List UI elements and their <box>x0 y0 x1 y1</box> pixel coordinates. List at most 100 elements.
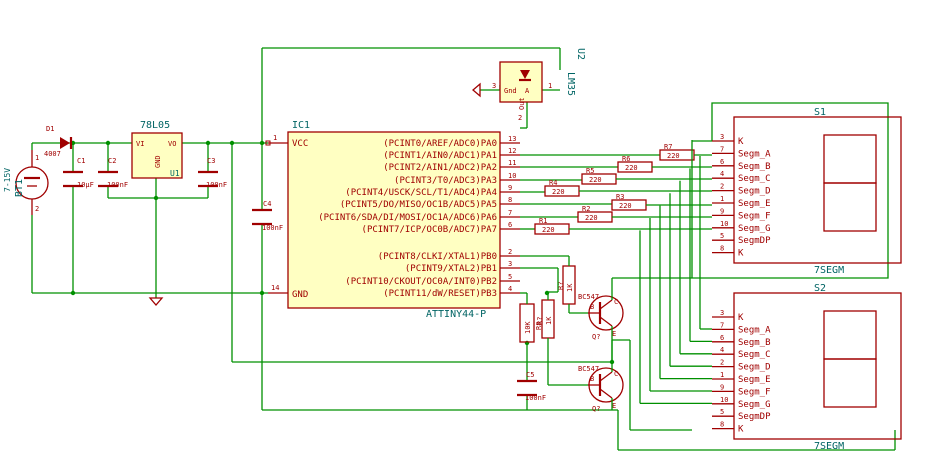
rb2-value: 1K <box>545 316 553 325</box>
diode-d1: D1 4007 <box>44 125 73 158</box>
segment-glyph-bottom <box>823 358 877 408</box>
mcu-pin-label: (PCINT11/dW/RESET)PB3 <box>383 289 497 299</box>
mcu-pin-number: 11 <box>508 159 516 167</box>
battery-pin2: 2 <box>35 205 39 213</box>
display-pin-number: 9 <box>720 383 724 391</box>
segment-glyph-top <box>823 310 877 360</box>
display-pin-label: Segm_D <box>738 363 771 373</box>
segment-resistor-ref: R5 <box>586 167 594 175</box>
r8-value: 10K <box>524 321 532 334</box>
display-pin-label: Segm_B <box>738 162 771 172</box>
c5-value: 100nF <box>525 394 546 402</box>
q2-c: C <box>614 370 618 378</box>
display-pin-number: 1 <box>720 195 724 203</box>
q2-e: E <box>612 402 616 410</box>
q1-e: E <box>612 330 616 338</box>
display-ref: S2 <box>814 283 826 294</box>
q1-value: BC547 <box>578 293 599 301</box>
lm35-pin3: 3 <box>492 82 496 90</box>
display-ref: S1 <box>814 107 826 118</box>
transistor-q1: B C E BC547 Q? <box>578 293 624 341</box>
display-pin-number: 5 <box>720 408 724 416</box>
display-pin-number: 4 <box>720 346 724 354</box>
display-pin-label: Segm_G <box>738 224 771 234</box>
segment-resistor-value: 220 <box>667 152 680 160</box>
mcu-pin-number: 4 <box>508 285 512 293</box>
transistor-q2: B C E BC547 Q? <box>578 365 624 413</box>
capacitor-c2: C2 100nF <box>98 157 128 189</box>
display-pin-label: Segm_A <box>738 325 771 335</box>
display-pin-number: 3 <box>720 309 724 317</box>
mcu-pin-number: 5 <box>508 273 512 281</box>
c2-ref: C2 <box>108 157 116 165</box>
display-pin-number: 8 <box>720 245 724 253</box>
mcu-pin-label: (PCINT1/AIN0/ADC1)PA1 <box>383 151 497 161</box>
display-pin-label: K <box>738 425 744 435</box>
lm35-ground-symbol <box>472 82 481 98</box>
reg-vi: VI <box>136 140 144 148</box>
mcu-pin-number: 8 <box>508 196 512 204</box>
lm35-a: A <box>525 87 530 95</box>
display-s1-frame-wire <box>692 102 889 279</box>
display-pin-number: 2 <box>720 359 724 367</box>
display-pin-label: Segm_B <box>738 338 771 348</box>
display-pin-number: 1 <box>720 371 724 379</box>
display-pin-label: Segm_G <box>738 400 771 410</box>
mcu-pin-label: (PCINT0/AREF/ADC0)PA0 <box>383 139 497 149</box>
mcu-vcc-pin: 1 <box>273 134 277 142</box>
regulator-u1: VI VO GND 78L05 U1 <box>131 120 183 179</box>
segment-resistor-value: 220 <box>625 164 638 172</box>
capacitor-c3: C3 100nF <box>198 157 227 189</box>
display-pin-number: 8 <box>720 421 724 429</box>
mcu-pin-label: (PCINT3/T0/ADC3)PA3 <box>394 176 497 186</box>
capacitor-c5: C5 100nF <box>517 343 546 410</box>
mcu-pin-number: 9 <box>508 184 512 192</box>
display-pin-number: 6 <box>720 158 724 166</box>
ground-symbol <box>148 297 164 306</box>
battery-bt1: BT1 7-15V 1 2 <box>3 150 49 215</box>
rb1-ref: R? <box>557 282 565 290</box>
lm35-value: LM35 <box>565 72 576 96</box>
display-pin-number: 6 <box>720 334 724 342</box>
segment-glyph-bottom <box>823 182 877 232</box>
mcu-pin-label: (PCINT2/AIN1/ADC2)PA2 <box>383 163 497 173</box>
c3-ref: C3 <box>207 157 215 165</box>
diode-value: 4007 <box>44 150 61 158</box>
display-pin-label: Segm_E <box>738 199 771 209</box>
mcu-pin-label: (PCINT10/CKOUT/OC0A/INT0)PB2 <box>345 277 497 287</box>
display-pin-label: K <box>738 137 744 147</box>
display-pin-label: Segm_D <box>738 187 771 197</box>
display-pin-label: K <box>738 313 744 323</box>
reg-ref: U1 <box>170 169 180 178</box>
segment-resistor-ref: R1 <box>539 217 547 225</box>
display-value: 7SEGM <box>814 441 844 452</box>
rb1-value: 1K <box>566 283 574 292</box>
display-pin-number: 4 <box>720 170 724 178</box>
c4-ref: C4 <box>263 200 271 208</box>
display-pin-label: SegmDP <box>738 412 771 422</box>
display-pin-label: SegmDP <box>738 236 771 246</box>
battery-value: 7-15V <box>3 168 12 192</box>
q2-ref: Q? <box>592 405 600 413</box>
segment-resistor-value: 220 <box>619 202 632 210</box>
mcu-ref: IC1 <box>292 120 310 131</box>
lm35-gnd: Gnd <box>504 87 517 95</box>
sensor-lm35: Gnd A Out LM35 U2 3 1 2 <box>492 48 586 122</box>
display-pin-label: Segm_C <box>738 350 771 360</box>
mcu-pin-label: (PCINT8/CLKI/XTAL1)PB0 <box>378 252 497 262</box>
mcu-gnd-label: GND <box>292 290 308 300</box>
display-value: 7SEGM <box>814 265 844 276</box>
mcu-pin-label: (PCINT9/XTAL2)PB1 <box>405 264 497 274</box>
display-pin-label: Segm_F <box>738 211 771 221</box>
display-pin-number: 3 <box>720 133 724 141</box>
lm35-pin2: 2 <box>518 114 522 122</box>
mcu-pin-number: 12 <box>508 147 516 155</box>
display-pin-label: Segm_F <box>738 387 771 397</box>
segment-resistor-ref: R4 <box>549 179 557 187</box>
mcu-ic1: IC1 ATTINY44-P VCC GND 1 14 (PCINT0/AREF… <box>265 120 520 320</box>
display-pin-label: Segm_E <box>738 375 771 385</box>
c3-value: 100nF <box>206 181 227 189</box>
